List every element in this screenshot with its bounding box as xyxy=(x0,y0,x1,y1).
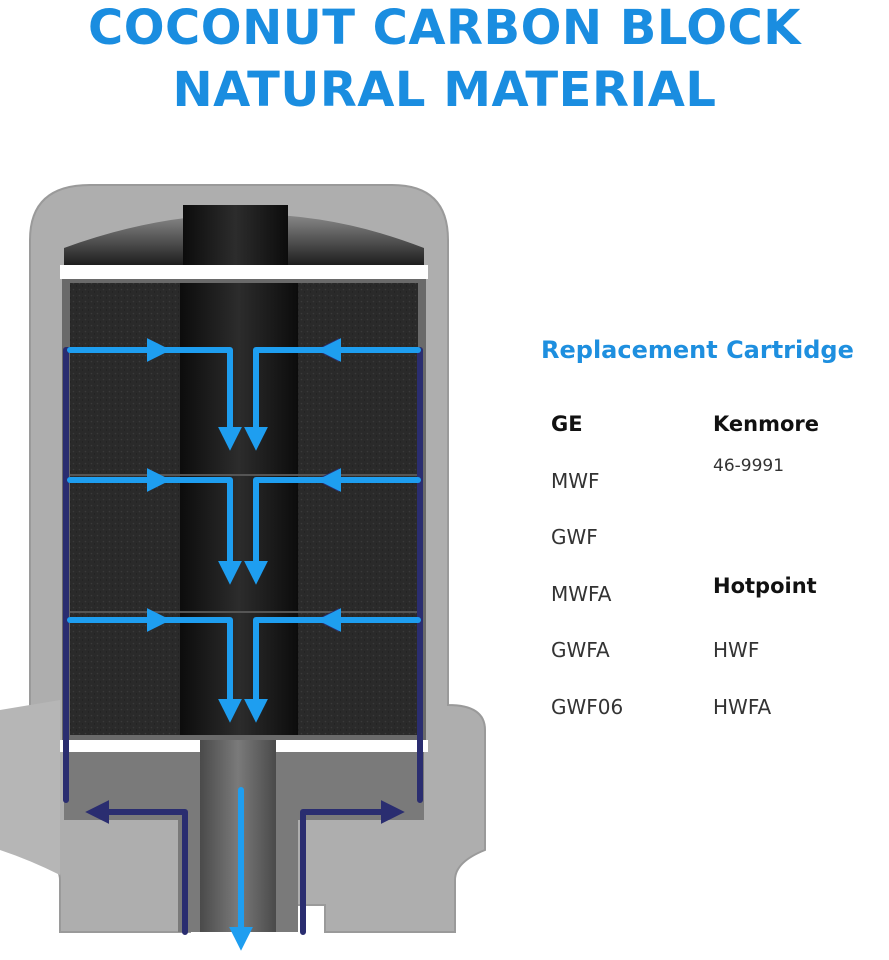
carbon-block xyxy=(70,283,418,735)
model-hotpoint-2: HWFA xyxy=(713,695,772,719)
headline-line-1: COCONUT CARBON BLOCK xyxy=(88,0,801,56)
brand-ge: GE xyxy=(551,412,583,436)
model-kenmore-1: 46-9991 xyxy=(713,456,785,476)
model-ge-5: GWF06 xyxy=(551,695,624,719)
brand-kenmore: Kenmore xyxy=(713,412,820,436)
model-ge-4: GWFA xyxy=(551,638,610,662)
headline-line-2: NATURAL MATERIAL xyxy=(172,62,717,118)
model-ge-1: MWF xyxy=(551,469,600,493)
model-ge-2: GWF xyxy=(551,525,598,549)
filter-cartridge-diagram xyxy=(0,184,486,951)
replacement-cartridge-title: Replacement Cartridge xyxy=(541,336,854,364)
water-flow-arrows xyxy=(63,338,423,951)
model-hotpoint-1: HWF xyxy=(713,638,760,662)
brand-hotpoint: Hotpoint xyxy=(713,574,817,598)
model-ge-3: MWFA xyxy=(551,582,612,606)
